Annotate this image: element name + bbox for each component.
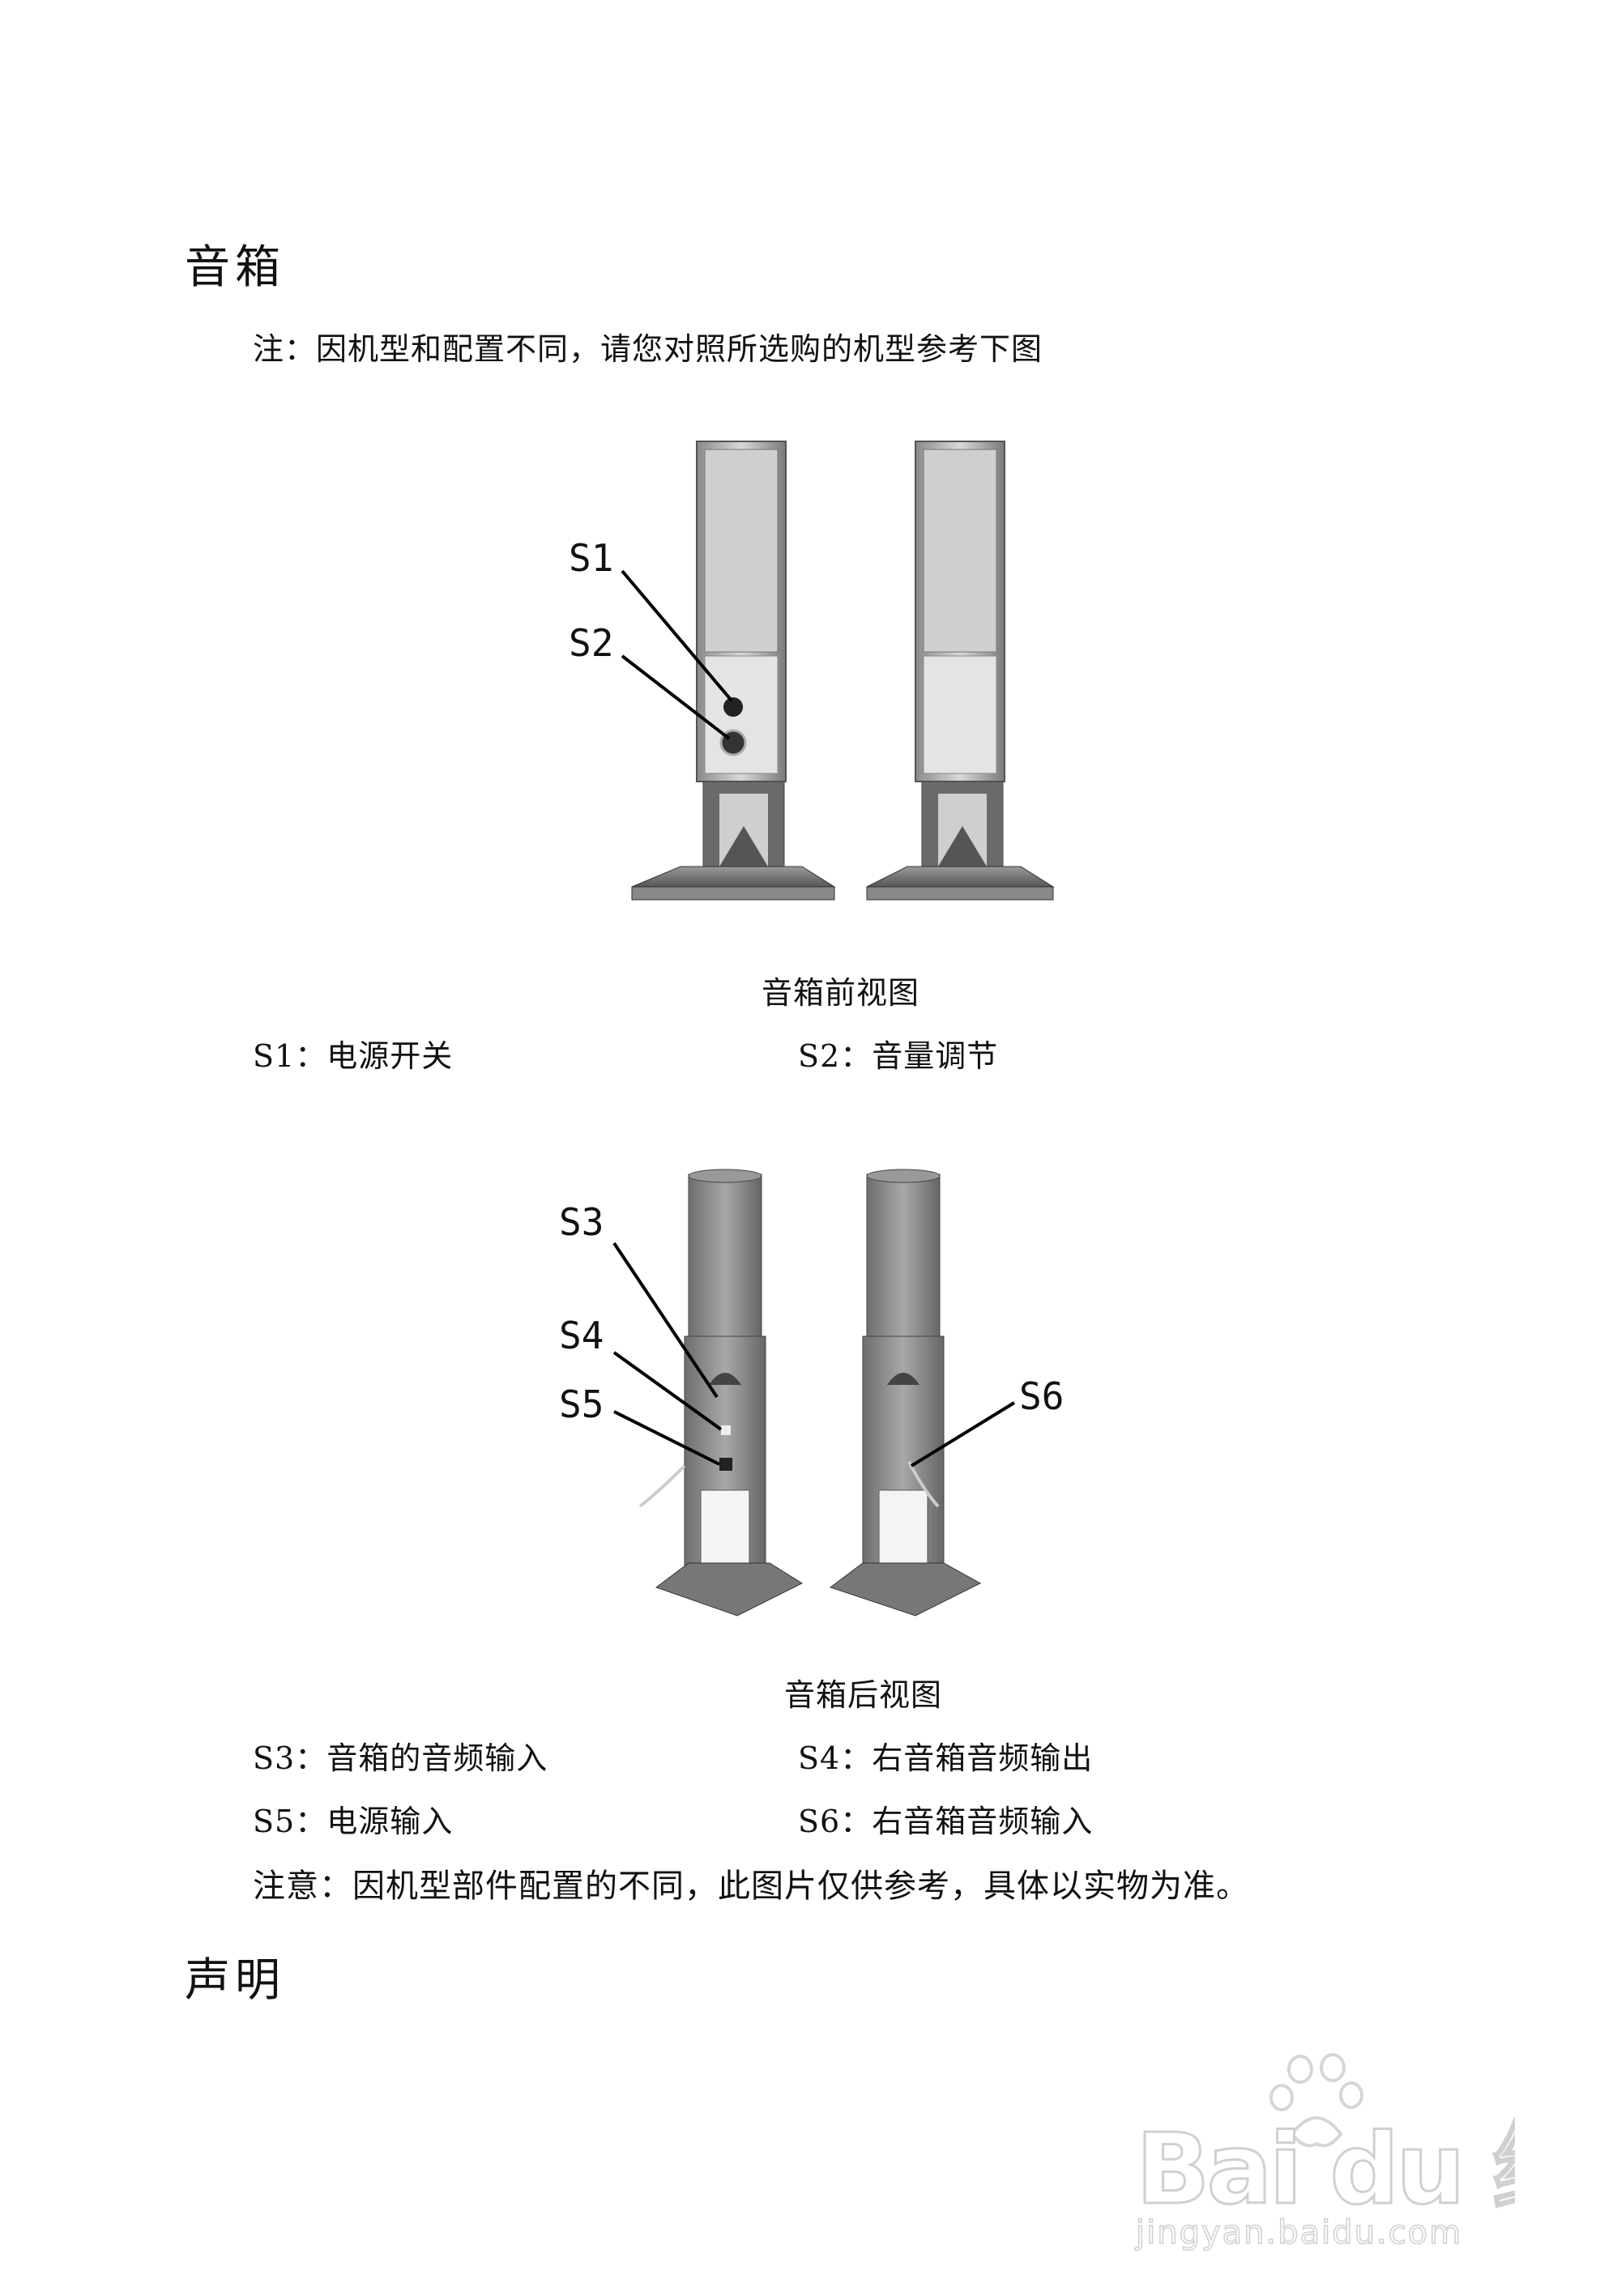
front-item-s1: S1：电源开关 [253, 1031, 453, 1076]
item-code: S5： [253, 1804, 327, 1839]
item-text: 右音箱音频输出 [872, 1740, 1094, 1776]
rear-right-speaker [829, 1169, 982, 1617]
callout-s4: S4 [559, 1314, 604, 1357]
item-text: 音量调节 [872, 1038, 999, 1074]
section-title-speakers: 音箱 [185, 241, 285, 294]
power-switch-knob [723, 697, 743, 717]
baidu-watermark: Bai du 经验 jingyan.baidu.com [1134, 2053, 1515, 2251]
item-text: 电源开关 [326, 1038, 454, 1074]
callout-s6: S6 [1019, 1374, 1064, 1418]
callout-s5: S5 [559, 1382, 604, 1426]
rear-item-s4: S4：右音箱音频输出 [798, 1733, 1093, 1778]
front-right-speaker [866, 441, 1055, 901]
rear-view-caption: 音箱后视图 [784, 1677, 943, 1713]
audio-out-jack [721, 1425, 731, 1435]
front-item-s2: S2：音量调节 [798, 1031, 998, 1076]
item-code: S2： [798, 1038, 872, 1074]
item-text: 音箱的音频输入 [326, 1740, 548, 1776]
item-code: S3： [253, 1740, 327, 1776]
paw-icon [1269, 2053, 1363, 2148]
front-left-speaker [631, 441, 836, 901]
callout-s3: S3 [559, 1200, 604, 1244]
watermark-url: jingyan.baidu.com [1135, 2214, 1462, 2251]
watermark-logo: Bai du 经验 [1136, 2114, 1515, 2226]
rear-view-figure: S3 S4 S5 S6 [559, 1169, 1064, 1617]
callout-s1: S1 [569, 536, 613, 580]
rear-item-s6: S6：右音箱音频输入 [798, 1796, 1093, 1841]
item-text: 电源输入 [326, 1804, 454, 1839]
callout-s2: S2 [569, 621, 613, 665]
section-title-statement: 声明 [185, 1954, 285, 2007]
item-code: S6： [798, 1804, 872, 1839]
item-code: S1： [253, 1038, 327, 1074]
front-view-caption: 音箱前视图 [762, 975, 920, 1011]
front-view-figure: S1 S2 [569, 441, 1055, 901]
caution-note: 注意：因机型部件配置的不同，此图片仅供参考，具体以实物为准。 [253, 1868, 1249, 1905]
model-note: 注：因机型和配置不同，请您对照所选购的机型参考下图 [253, 331, 1043, 367]
item-code: S4： [798, 1740, 872, 1776]
rear-left-speaker [638, 1169, 804, 1617]
power-in-jack [719, 1458, 732, 1471]
rear-item-s3: S3：音箱的音频输入 [253, 1733, 548, 1778]
item-text: 右音箱音频输入 [872, 1804, 1094, 1839]
rear-item-s5: S5：电源输入 [253, 1796, 453, 1841]
